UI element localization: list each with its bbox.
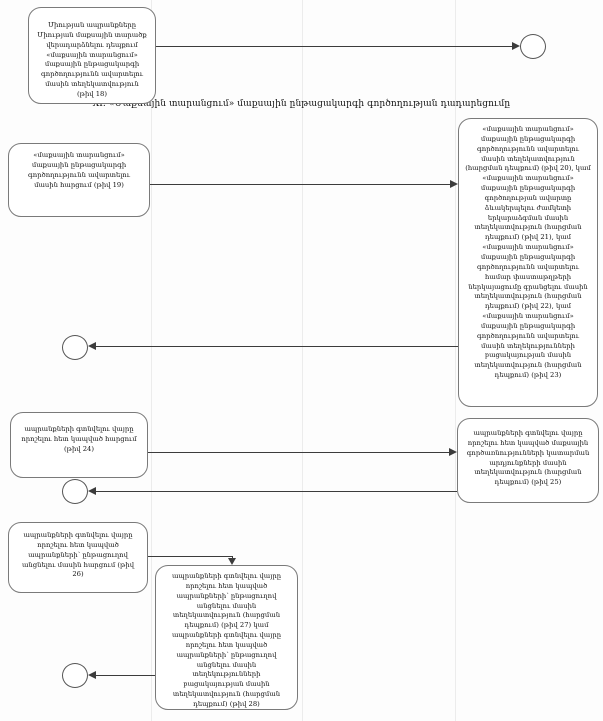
flow-node-info-25-text: ապրանքների գտնվելու վայրը որոշելու հետ կ… [466,429,590,487]
terminator-circle-bottom [62,663,88,688]
arrow-26-to-27-hline [148,556,233,557]
arrow-26-to-27-vline [232,556,233,559]
flow-node-info-20-23: «մաքսային տարանցում» մաքսային ընթացակարգ… [458,118,598,407]
arrow-18-to-end-line [156,46,512,47]
column-divider-line [151,0,152,721]
flow-node-info-20-23-text: «մաքսային տարանցում» մաքսային ընթացակարգ… [465,125,591,380]
terminator-circle-top [520,34,546,59]
flow-node-request-26: ապրանքների գտնվելու վայրը որոշելու հետ կ… [8,522,148,593]
terminator-circle-mid1 [62,335,88,360]
flow-node-request-26-text: ապրանքների գտնվելու վայրը որոշելու հետ կ… [21,531,135,579]
column-divider-line [455,0,456,721]
terminator-circle-mid2 [62,479,88,504]
flow-node-info-18: Միության ապրանքները Միության մաքսային տա… [28,7,156,104]
arrow-24-to-25-head [449,448,457,456]
flow-node-info-27-28-text: ապրանքների գտնվելու վայրը որոշելու հետ կ… [171,572,282,708]
arrow-20-to-end-head [88,342,96,350]
flow-node-request-19: «մաքսային տարանցում» մաքսային ընթացակարգ… [8,143,150,217]
arrow-24-to-25-line [148,452,449,453]
arrow-19-to-20-line [150,184,450,185]
flow-node-request-24: ապրանքների գտնվելու վայրը որոշելու հետ կ… [10,412,148,478]
arrow-27-to-end-head [88,671,96,679]
flow-node-info-18-text: Միության ապրանքները Միության մաքսային տա… [37,21,147,98]
arrow-25-to-end-line [96,491,457,492]
arrow-27-to-end-line [96,675,155,676]
flow-node-request-19-text: «մաքսային տարանցում» մաքսային ընթացակարգ… [28,151,130,189]
section-title: XI. «Մաքսային տարանցում» մաքսային ընթացա… [92,99,511,109]
arrow-25-to-end-head [88,487,96,495]
arrow-26-to-27-head [228,558,236,565]
arrow-18-to-end-head [512,42,520,50]
column-divider-line [302,0,303,721]
arrow-20-to-end-line [96,346,458,347]
arrow-19-to-20-head [450,180,458,188]
flow-node-request-24-text: ապրանքների գտնվելու վայրը որոշելու հետ կ… [21,425,137,453]
flow-node-info-27-28: ապրանքների գտնվելու վայրը որոշելու հետ կ… [155,565,298,710]
flow-node-info-25: ապրանքների գտնվելու վայրը որոշելու հետ կ… [457,418,599,503]
